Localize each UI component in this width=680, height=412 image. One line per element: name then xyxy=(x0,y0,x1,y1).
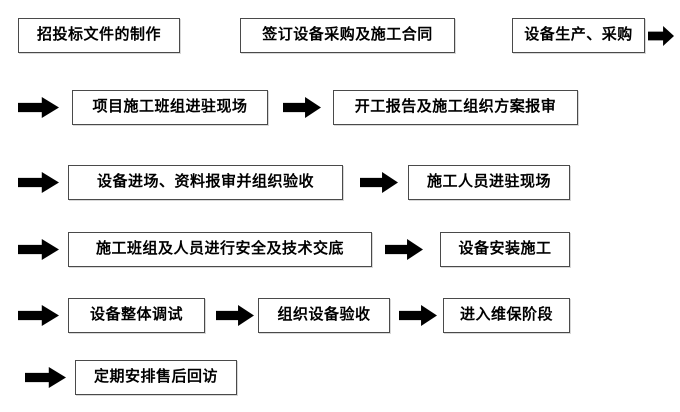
arrow-right-icon xyxy=(283,97,321,118)
arrow-right-icon xyxy=(18,97,59,118)
arrow-right-icon xyxy=(18,239,59,260)
process-box: 施工班组及人员进行安全及技术交底 xyxy=(68,232,372,267)
arrow-right-icon xyxy=(360,172,398,193)
arrow-right-icon xyxy=(648,26,674,46)
process-box-label: 招投标文件的制作 xyxy=(36,26,161,43)
process-box: 定期安排售后回访 xyxy=(75,360,237,395)
arrow-right-icon xyxy=(18,172,59,193)
process-box: 签订设备采购及施工合同 xyxy=(240,18,455,53)
process-box: 施工人员进驻现场 xyxy=(408,165,570,200)
process-box-label: 设备安装施工 xyxy=(458,240,552,257)
process-box: 招投标文件的制作 xyxy=(18,18,180,53)
process-box-label: 定期安排售后回访 xyxy=(93,368,218,385)
process-box-label: 项目施工班组进驻现场 xyxy=(92,98,248,115)
arrow-right-icon xyxy=(18,305,59,326)
process-box-label: 设备进场、资料报审并组织验收 xyxy=(96,173,314,190)
process-box-label: 组织设备验收 xyxy=(277,306,371,323)
arrow-right-icon xyxy=(399,305,437,326)
process-box: 设备安装施工 xyxy=(440,232,570,267)
process-box: 开工报告及施工组织方案报审 xyxy=(333,90,578,125)
process-box: 项目施工班组进驻现场 xyxy=(72,90,268,125)
arrow-right-icon xyxy=(385,239,423,260)
process-box-label: 签订设备采购及施工合同 xyxy=(262,26,433,43)
process-box-label: 开工报告及施工组织方案报审 xyxy=(354,98,557,115)
arrow-right-icon xyxy=(216,305,254,326)
process-box: 设备生产、采购 xyxy=(512,18,645,53)
process-box-label: 施工人员进驻现场 xyxy=(426,173,551,190)
process-box: 进入维保阶段 xyxy=(443,298,570,333)
process-box: 设备整体调试 xyxy=(68,298,205,333)
process-box-label: 设备整体调试 xyxy=(89,306,183,323)
process-box: 组织设备验收 xyxy=(258,298,390,333)
process-box: 设备进场、资料报审并组织验收 xyxy=(68,165,343,200)
process-box-label: 设备生产、采购 xyxy=(524,26,633,43)
process-box-label: 施工班组及人员进行安全及技术交底 xyxy=(95,240,344,257)
process-box-label: 进入维保阶段 xyxy=(459,306,553,323)
arrow-right-icon xyxy=(25,367,66,388)
